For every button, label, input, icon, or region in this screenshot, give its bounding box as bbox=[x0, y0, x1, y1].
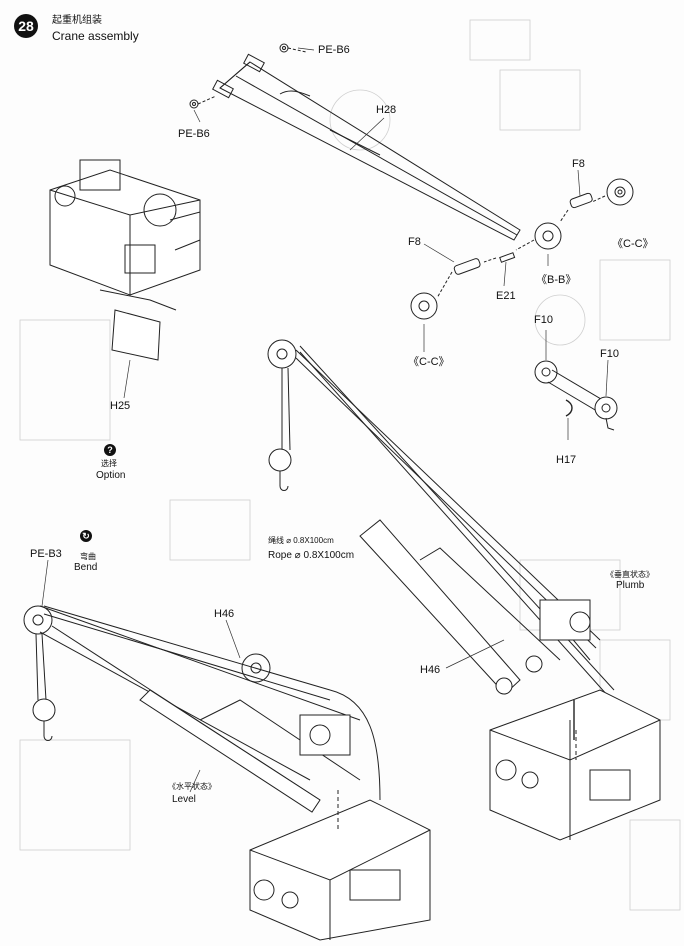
background-ghost-drawing bbox=[19, 19, 681, 911]
label-cc-top: 《C-C》 bbox=[612, 238, 654, 250]
rope-label-en: Rope ⌀ 0.8X100cm bbox=[268, 550, 355, 561]
leader-lines bbox=[41, 47, 609, 793]
bend-label-en: Bend bbox=[74, 562, 98, 573]
step-title-en: Crane assembly bbox=[52, 29, 139, 43]
level-label-cn: 《水平状态》 bbox=[168, 782, 216, 791]
plumb-crane bbox=[267, 339, 661, 841]
option-label-cn: 选择 bbox=[101, 459, 117, 468]
h25-panel bbox=[111, 309, 161, 361]
cc-pulley-top bbox=[606, 178, 634, 206]
step-title-cn: 起重机组装 bbox=[52, 15, 102, 26]
h28-boom-part bbox=[212, 53, 521, 241]
label-h25: H25 bbox=[110, 400, 131, 412]
bend-label-cn: 弯曲 bbox=[80, 552, 96, 561]
crane-cab-assembly bbox=[49, 159, 201, 361]
plumb-hook-block bbox=[268, 448, 292, 472]
bb-pulley bbox=[534, 222, 562, 250]
label-bb: 《B-B》 bbox=[536, 274, 577, 286]
label-f8-right: F8 bbox=[572, 158, 585, 170]
pe-b6-washer-left bbox=[189, 99, 199, 109]
label-pe-b6-top: PE-B6 bbox=[318, 44, 350, 56]
label-cc-left: 《C-C》 bbox=[408, 356, 450, 368]
option-label-en: Option bbox=[96, 470, 126, 481]
step-number-badge: 28 bbox=[14, 14, 38, 38]
label-f10-right: F10 bbox=[600, 348, 619, 360]
level-label-en: Level bbox=[172, 794, 196, 805]
label-e21: E21 bbox=[496, 290, 516, 302]
rope-label-cn: 绳线 ⌀ 0.8X100cm bbox=[268, 536, 334, 545]
label-pe-b3: PE-B3 bbox=[30, 548, 62, 560]
label-h46-left: H46 bbox=[214, 608, 235, 620]
level-hook-block bbox=[32, 698, 56, 722]
label-h46-right: H46 bbox=[420, 664, 441, 676]
plumb-label-cn: 《垂直状态》 bbox=[606, 570, 654, 579]
label-f10-top: F10 bbox=[534, 314, 553, 326]
f8-axle-right bbox=[569, 192, 593, 209]
f8-axle-left bbox=[453, 258, 481, 275]
label-f8-left: F8 bbox=[408, 236, 421, 248]
f10-hook-block bbox=[534, 360, 618, 431]
pe-b6-washer-top bbox=[279, 43, 289, 53]
option-icon: ? bbox=[104, 444, 116, 456]
label-h17: H17 bbox=[556, 454, 577, 466]
h17-hook bbox=[565, 399, 573, 417]
cc-pulley-left bbox=[410, 292, 438, 320]
level-crane bbox=[23, 605, 431, 941]
bend-icon: ↻ bbox=[80, 530, 92, 542]
label-h28: H28 bbox=[376, 104, 397, 116]
e21-pin bbox=[499, 252, 516, 263]
plumb-label-en: Plumb bbox=[616, 580, 645, 591]
label-pe-b6-left: PE-B6 bbox=[178, 128, 210, 140]
